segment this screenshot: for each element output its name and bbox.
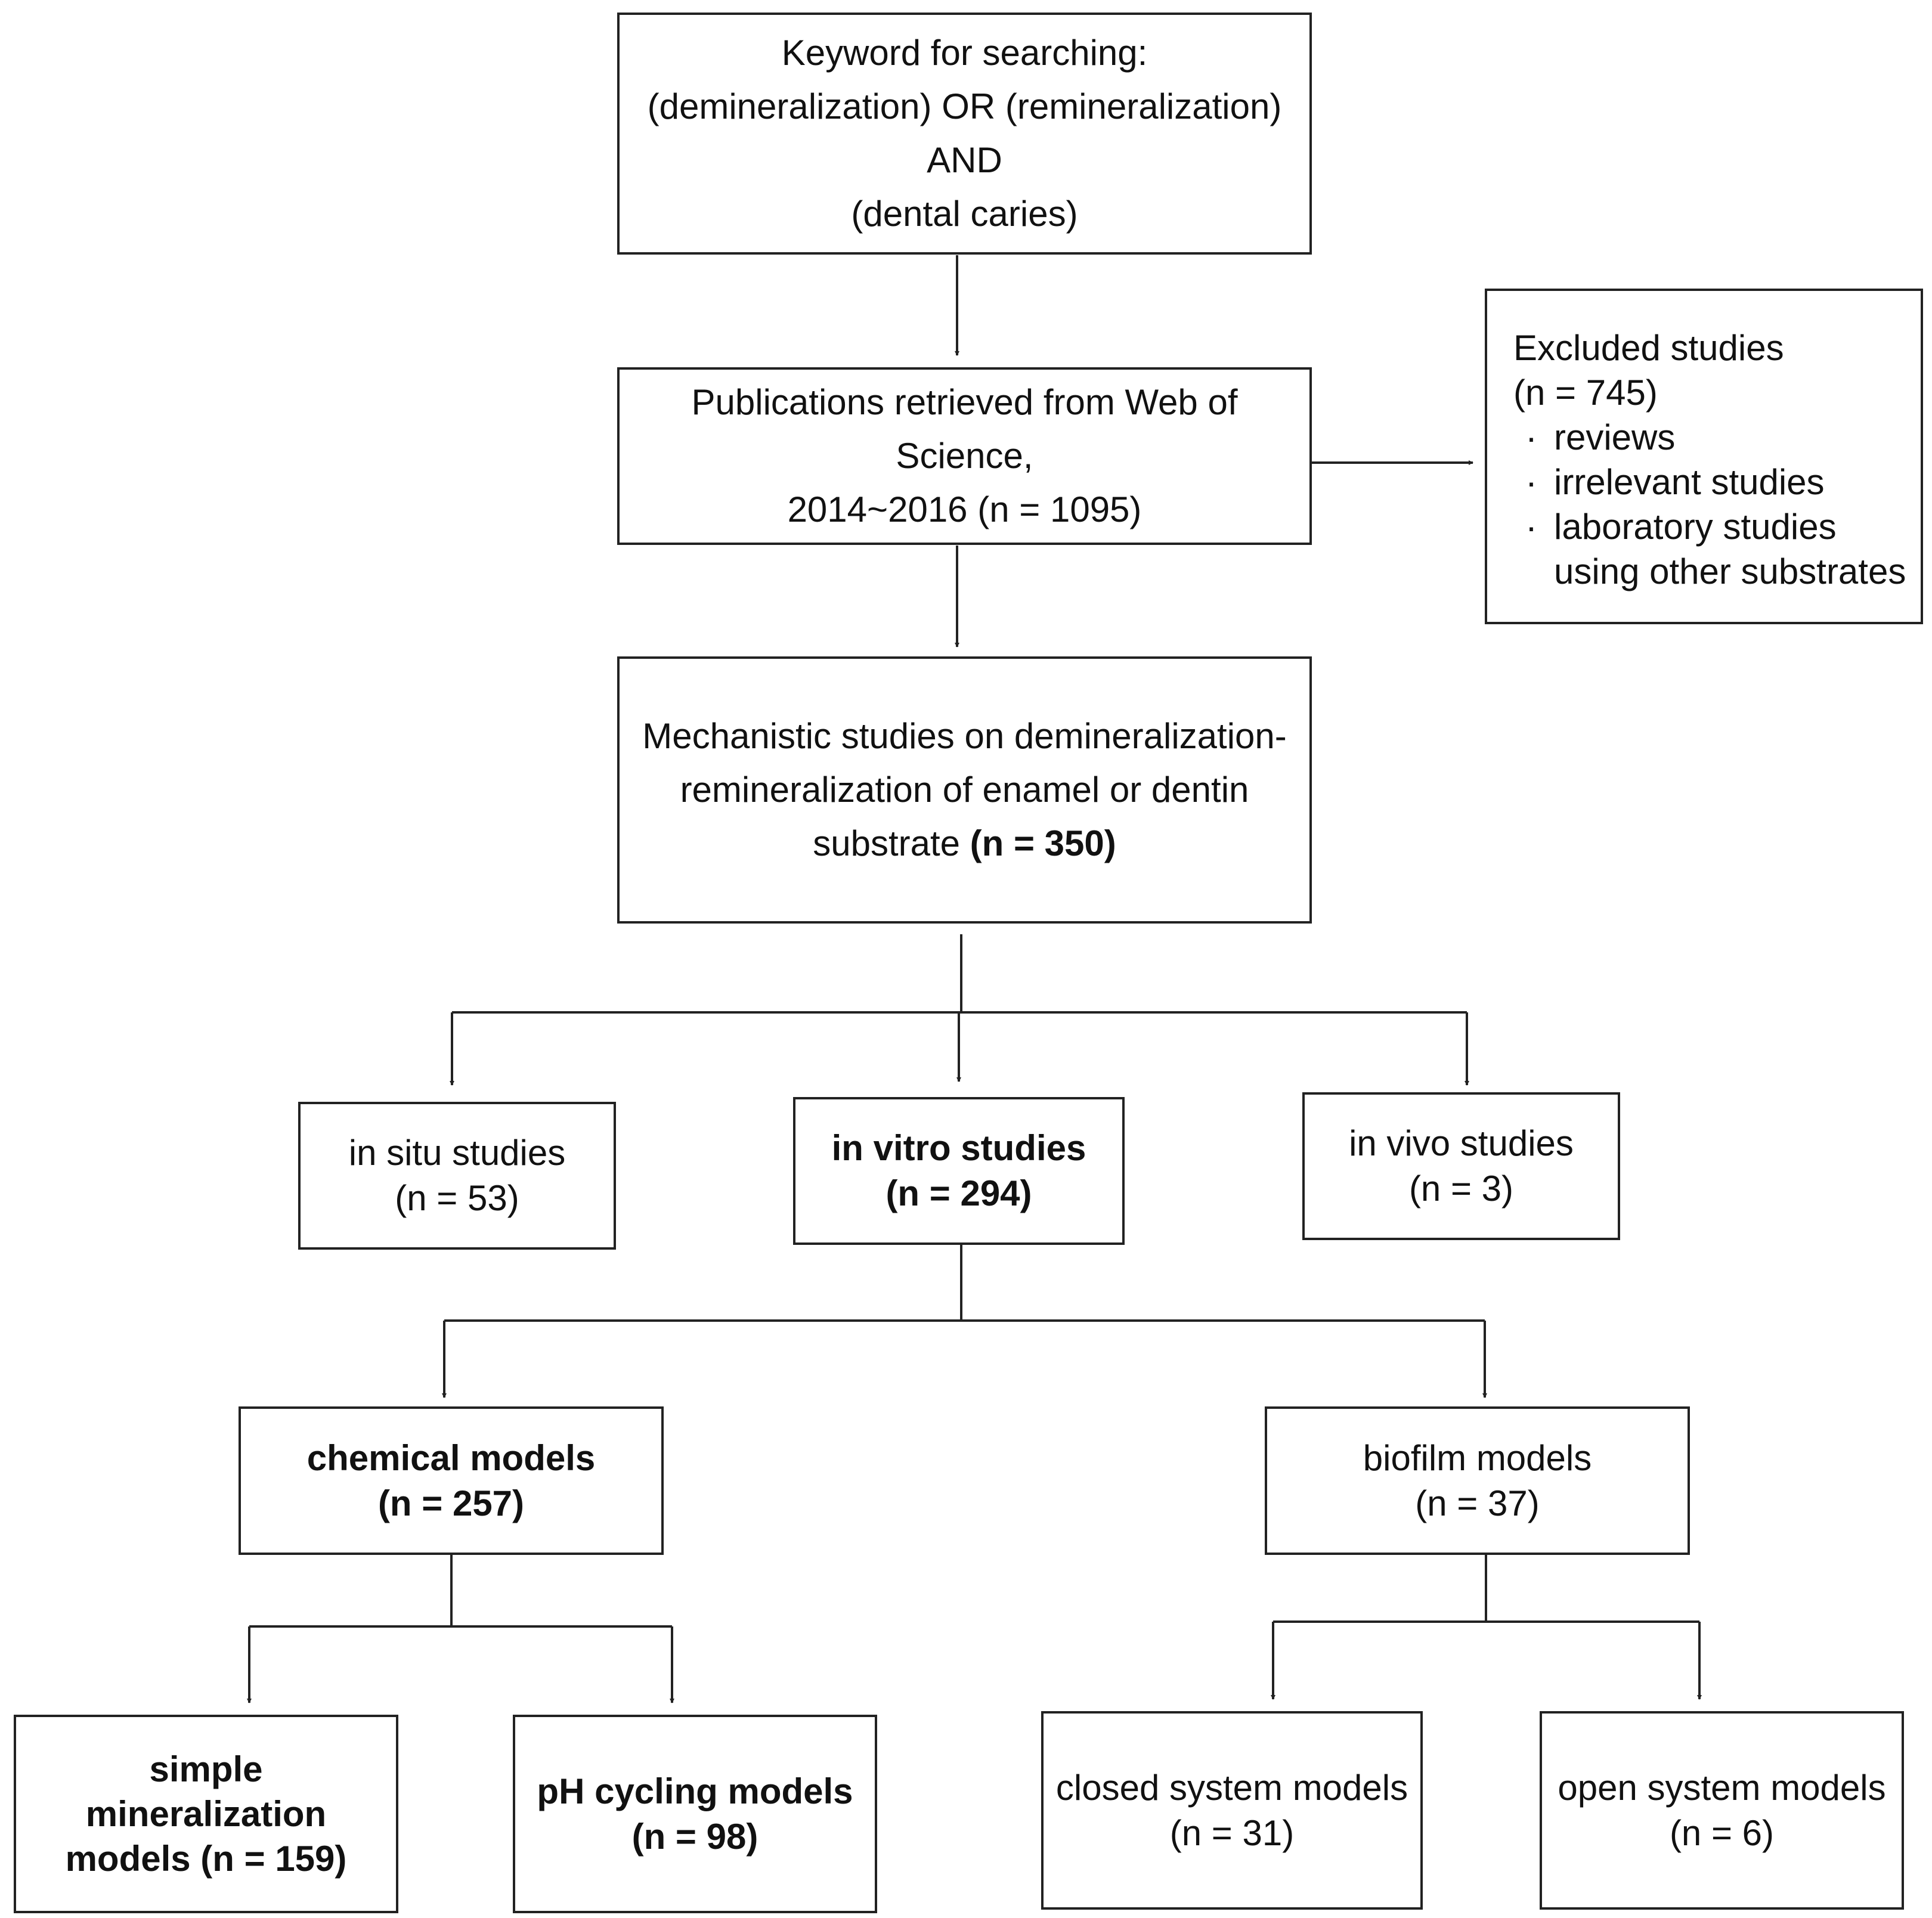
biofilm-models-box: biofilm models (n = 37) [1265, 1406, 1690, 1555]
in-situ-count: (n = 53) [395, 1178, 519, 1218]
closed-system-models-box: closed system models (n = 31) [1041, 1711, 1423, 1910]
excluded-count: (n = 745) [1513, 373, 1658, 413]
retrieved-line-3: 2014~2016 (n = 1095) [787, 489, 1142, 529]
biofilm-count: (n = 37) [1415, 1483, 1540, 1523]
in-vitro-studies-box: in vitro studies (n = 294) [793, 1097, 1125, 1245]
excluded-item-label: irrelevant studies [1554, 462, 1825, 502]
mechanistic-line-3: substrate (n = 350) [813, 817, 1116, 870]
closed-count: (n = 31) [1169, 1812, 1295, 1853]
excluded-title: Excluded studies [1513, 328, 1784, 368]
excluded-item-label: laboratory studies [1554, 507, 1837, 547]
simple-line-1: simple [149, 1749, 263, 1789]
open-count: (n = 6) [1669, 1812, 1775, 1853]
mechanistic-count: (n = 350) [970, 823, 1116, 863]
retrieved-line-2: Science, [896, 436, 1033, 476]
excluded-item-reviews: · reviews [1513, 415, 1675, 460]
in-vivo-count: (n = 3) [1408, 1169, 1514, 1209]
mechanistic-line-2: remineralization of enamel or dentin [680, 770, 1249, 810]
in-situ-studies-box: in situ studies (n = 53) [298, 1102, 616, 1250]
retrieved-publications-box: Publications retrieved from Web of Scien… [617, 367, 1312, 545]
in-vivo-label: in vivo studies [1349, 1123, 1574, 1163]
biofilm-label: biofilm models [1363, 1437, 1592, 1478]
search-line-1: Keyword for searching: [781, 33, 1148, 73]
excluded-item-laboratory: · laboratory studies [1513, 504, 1837, 549]
in-vitro-label: in vitro studies [831, 1128, 1086, 1168]
excluded-item-label: reviews [1554, 417, 1676, 457]
bullet-dot: · [1525, 417, 1537, 457]
ph-cycling-count: (n = 98) [631, 1816, 758, 1857]
mechanistic-studies-box: Mechanistic studies on demineralization-… [617, 656, 1312, 924]
ph-cycling-models-box: pH cycling models (n = 98) [513, 1715, 877, 1913]
open-label: open system models [1558, 1767, 1886, 1808]
search-line-2: (demineralization) OR (remineralization) [647, 86, 1282, 126]
in-vitro-count: (n = 294) [886, 1173, 1032, 1213]
closed-label: closed system models [1055, 1767, 1408, 1808]
chemical-models-box: chemical models (n = 257) [239, 1406, 664, 1555]
chemical-label: chemical models [306, 1437, 596, 1478]
mechanistic-line-3-text: substrate [813, 823, 970, 863]
mechanistic-line-1: Mechanistic studies on demineralization- [642, 716, 1287, 756]
search-line-4: (dental caries) [851, 194, 1078, 234]
chemical-count: (n = 257) [377, 1483, 525, 1523]
simple-line-2: mineralization [85, 1794, 327, 1834]
open-system-models-box: open system models (n = 6) [1540, 1711, 1904, 1910]
ph-cycling-label: pH cycling models [537, 1771, 853, 1811]
in-vivo-studies-box: in vivo studies (n = 3) [1302, 1092, 1620, 1240]
excluded-item-irrelevant: · irrelevant studies [1513, 460, 1825, 504]
excluded-item-continuation: using other substrates [1554, 551, 1906, 591]
excluded-studies-box: Excluded studies (n = 745) · reviews · irr… [1485, 289, 1923, 624]
bullet-dot: · [1525, 462, 1537, 502]
in-situ-label: in situ studies [348, 1133, 566, 1173]
search-keywords-box: Keyword for searching: (demineralization… [617, 13, 1312, 255]
retrieved-line-1: Publications retrieved from Web of [691, 382, 1238, 422]
simple-line-3: models (n = 159) [65, 1839, 347, 1879]
bullet-dot: · [1525, 507, 1537, 547]
simple-mineralization-models-box: simple mineralization models (n = 159) [14, 1715, 398, 1913]
search-line-3: AND [927, 140, 1002, 180]
